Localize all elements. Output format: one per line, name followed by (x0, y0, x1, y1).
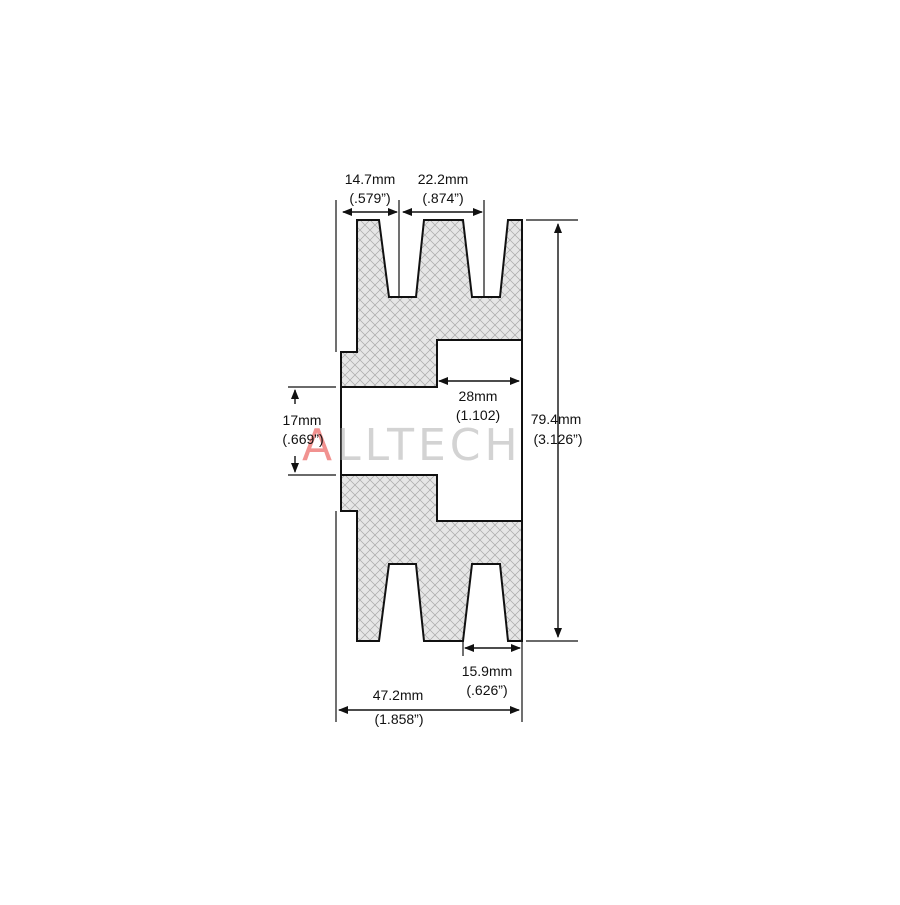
label-hub-depth-inch: (1.102) (456, 407, 500, 423)
watermark-rest: LLTECH (336, 420, 521, 471)
label-groove-top-mm: 14.7mm (345, 171, 396, 187)
label-groove-bottom-mm: 15.9mm (462, 663, 513, 679)
label-width-mm: 47.2mm (373, 687, 424, 703)
label-groove-bottom-inch: (.626”) (466, 682, 507, 698)
label-width-inch: (1.858”) (374, 711, 423, 727)
watermark: ALLTECH (302, 420, 522, 471)
label-diameter-mm: 79.4mm (531, 411, 582, 427)
label-hub-depth-mm: 28mm (459, 388, 498, 404)
label-bore-inch: (.669”) (282, 431, 323, 447)
label-groove-pitch-mm: 22.2mm (418, 171, 469, 187)
label-bore-mm: 17mm (283, 412, 322, 428)
label-diameter-inch: (3.126”) (533, 431, 582, 447)
upper-section (340, 219, 523, 388)
watermark-accent: A (302, 420, 336, 471)
lower-section (340, 474, 523, 642)
label-groove-pitch-inch: (.874”) (422, 190, 463, 206)
label-groove-top-inch: (.579”) (349, 190, 390, 206)
